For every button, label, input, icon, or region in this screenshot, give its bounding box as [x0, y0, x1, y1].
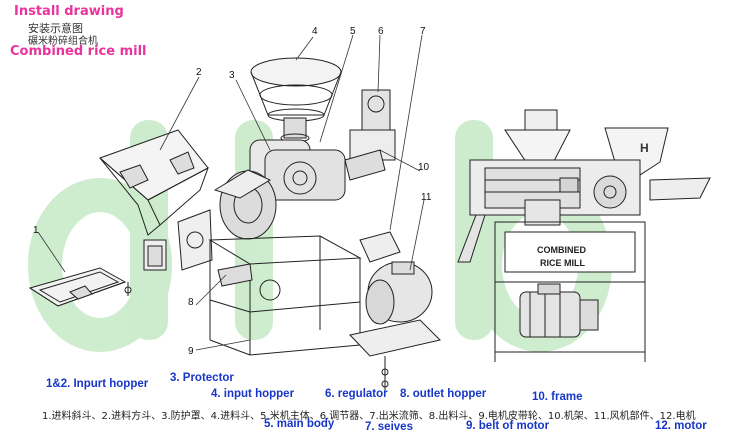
legend-item-9: 9. belt of motor — [466, 420, 550, 432]
callout-4: 4 — [312, 26, 318, 37]
machine-cn-title: 碾米粉碎组合机 — [28, 36, 98, 47]
callout-numbers: 1 2 3 4 5 6 7 8 9 10 11 — [33, 26, 432, 357]
callout-9: 9 — [188, 346, 194, 357]
callout-3: 3 — [229, 70, 235, 81]
callout-5: 5 — [350, 26, 356, 37]
install-drawing-cn-title: 安装示意图 — [28, 22, 83, 35]
legend-item-6: 6. regulator — [325, 388, 388, 400]
machine-label-line1: COMBINED — [537, 245, 586, 255]
legend-item-12: 12. motor — [655, 420, 707, 432]
machine-label-line2: RICE MILL — [540, 258, 585, 268]
parts-list-cn: 1.进料斜斗、2.进料方斗、3.防护罩、4.进料斗、5.米机主体、6.调节器、7… — [42, 411, 696, 422]
leader-lines — [37, 34, 425, 351]
callout-6: 6 — [378, 26, 384, 37]
install-drawing-title: Install drawing — [14, 4, 124, 19]
legend-item-8: 8. outlet hopper — [400, 388, 487, 400]
assembled-machine: H — [457, 109, 711, 362]
callout-7: 7 — [420, 26, 426, 37]
callout-2: 2 — [196, 67, 202, 78]
legend-item-4: 4. input hopper — [211, 388, 295, 400]
legend-item-1-2: 1&2. Inpurt hopper — [46, 378, 149, 390]
callout-11: 11 — [421, 192, 432, 203]
combined-rice-mill-title: Combined rice mill — [10, 44, 147, 59]
legend-item-3: 3. Protector — [170, 372, 234, 384]
legend-item-10: 10. frame — [532, 391, 583, 403]
exploded-view — [28, 57, 441, 392]
callout-1: 1 — [33, 225, 39, 236]
legend-item-5: 5. main body — [264, 418, 335, 430]
legend-item-7: 7. seives — [365, 421, 413, 433]
svg-text:H: H — [640, 141, 649, 155]
callout-8: 8 — [188, 297, 194, 308]
callout-10: 10 — [418, 162, 430, 173]
